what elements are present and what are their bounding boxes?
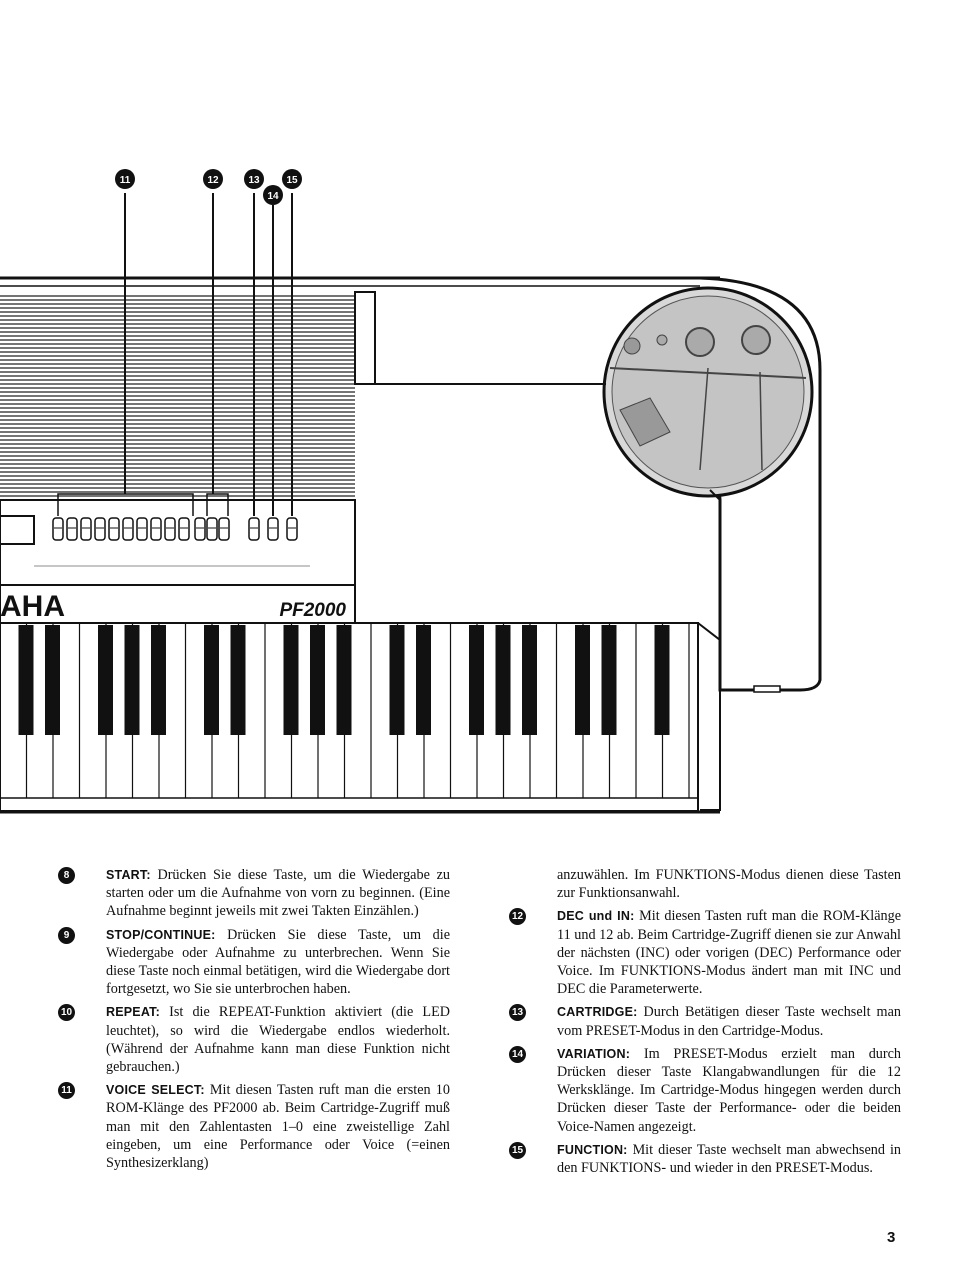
panel-button (150, 517, 162, 541)
list-item: 14 VARIATION: Im PRESET-Modus erzielt ma… (509, 1045, 901, 1136)
item-number: 10 (58, 1004, 75, 1022)
black-key (416, 625, 431, 735)
item-keyword: VARIATION: (557, 1046, 631, 1061)
black-key (151, 625, 166, 735)
black-key (389, 625, 405, 735)
panel-button (80, 517, 92, 541)
item-text: Ist die REPEAT-Funktion aktiviert (die L… (106, 1004, 450, 1076)
page-number: 3 (887, 1229, 896, 1246)
model-name: PF2000 (279, 600, 346, 621)
panel-button (66, 517, 78, 541)
svg-text:15: 15 (286, 175, 298, 186)
black-key (522, 625, 537, 735)
black-key (336, 625, 352, 735)
item-text: Mit diesen Tasten ruft man die ersten 10… (106, 1082, 450, 1172)
item-keyword: REPEAT: (106, 1005, 160, 1020)
panel-button (108, 517, 120, 541)
item-text: anzuwählen. Im FUNKTIONS-Modus dienen di… (557, 867, 901, 902)
list-item: 11 VOICE SELECT: Mit diesen Tasten ruft … (58, 1081, 450, 1172)
svg-text:11: 11 (120, 175, 131, 186)
panel-button (286, 517, 298, 541)
callout-11: 11 (115, 169, 135, 189)
list-item: 13 CARTRIDGE: Durch Betätigen dieser Tas… (509, 1003, 901, 1039)
black-key (654, 625, 670, 735)
item-text: Drücken Sie diese Taste, um die Wiederga… (106, 926, 450, 998)
black-key (283, 625, 299, 735)
black-key (575, 625, 590, 735)
black-key (310, 625, 325, 735)
callout-13: 13 (244, 169, 264, 189)
panel-button (206, 517, 218, 541)
item-text: Drücken Sie diese Taste, um die Wiederga… (106, 867, 450, 920)
item-text: Im PRESET-Modus erzielt man durch Drücke… (557, 1045, 901, 1135)
item-number: 13 (509, 1004, 526, 1022)
list-item-continuation: anzuwählen. Im FUNKTIONS-Modus dienen di… (509, 866, 901, 902)
list-item: 10 REPEAT: Ist die REPEAT-Funktion aktiv… (58, 1003, 450, 1076)
black-key (124, 625, 140, 735)
item-number: 14 (509, 1045, 526, 1063)
callout-12: 12 (203, 169, 223, 189)
panel-button (218, 517, 230, 541)
item-text: Mit diesen Tasten ruft man die ROM-Kläng… (557, 908, 901, 998)
item-keyword: STOP/CONTINUE: (106, 927, 216, 942)
black-key (230, 625, 246, 735)
black-key (469, 625, 484, 735)
black-key (204, 625, 219, 735)
brand-logo-fragment: AHA (0, 590, 65, 623)
panel-button (122, 517, 134, 541)
list-item: 12 DEC und IN: Mit diesen Tasten ruft ma… (509, 907, 901, 998)
panel-button (164, 517, 176, 541)
item-keyword: FUNCTION: (557, 1142, 628, 1157)
black-key (495, 625, 511, 735)
list-item: 15 FUNCTION: Mit dieser Taste wechselt m… (509, 1141, 901, 1177)
cartridge-detail (602, 286, 814, 498)
panel-buttons (34, 517, 310, 567)
black-key (18, 625, 34, 735)
item-number: 11 (58, 1082, 75, 1100)
item-keyword: CARTRIDGE: (557, 1005, 638, 1020)
item-number: 12 (509, 908, 526, 926)
left-column: 8 START: Drücken Sie diese Taste, um die… (58, 866, 450, 1177)
callout-14: 14 (263, 185, 283, 205)
panel-button (194, 517, 206, 541)
svg-text:14: 14 (267, 191, 279, 202)
panel-button (52, 517, 64, 541)
item-text: Durch Betätigen dieser Taste wechselt ma… (557, 1004, 901, 1039)
item-keyword: START: (106, 868, 151, 882)
panel-button (248, 517, 260, 541)
panel-button (136, 517, 148, 541)
black-key (98, 625, 113, 735)
keyboard-illustration: 11 12 13 14 15 AHA PF2000 (0, 169, 822, 814)
black-key (45, 625, 60, 735)
item-text: Mit dieser Taste wechselt man abwechsend… (557, 1141, 901, 1177)
callout-15: 15 (282, 169, 302, 189)
piano-keys (0, 623, 698, 799)
panel-button (267, 517, 279, 541)
svg-text:13: 13 (248, 175, 260, 186)
item-keyword: DEC und IN: (557, 909, 635, 924)
item-number: 8 (58, 867, 75, 884)
svg-text:12: 12 (207, 175, 219, 186)
item-number: 9 (58, 926, 75, 944)
right-column: anzuwählen. Im FUNKTIONS-Modus dienen di… (509, 866, 901, 1182)
item-number: 15 (509, 1141, 526, 1159)
black-key (601, 625, 617, 735)
list-item: 9 STOP/CONTINUE: Drücken Sie diese Taste… (58, 926, 450, 999)
panel-button (178, 517, 190, 541)
speaker-grille (0, 295, 355, 497)
panel-button (94, 517, 106, 541)
list-item: 8 START: Drücken Sie diese Taste, um die… (58, 866, 450, 921)
item-keyword: VOICE SELECT: (106, 1083, 205, 1098)
